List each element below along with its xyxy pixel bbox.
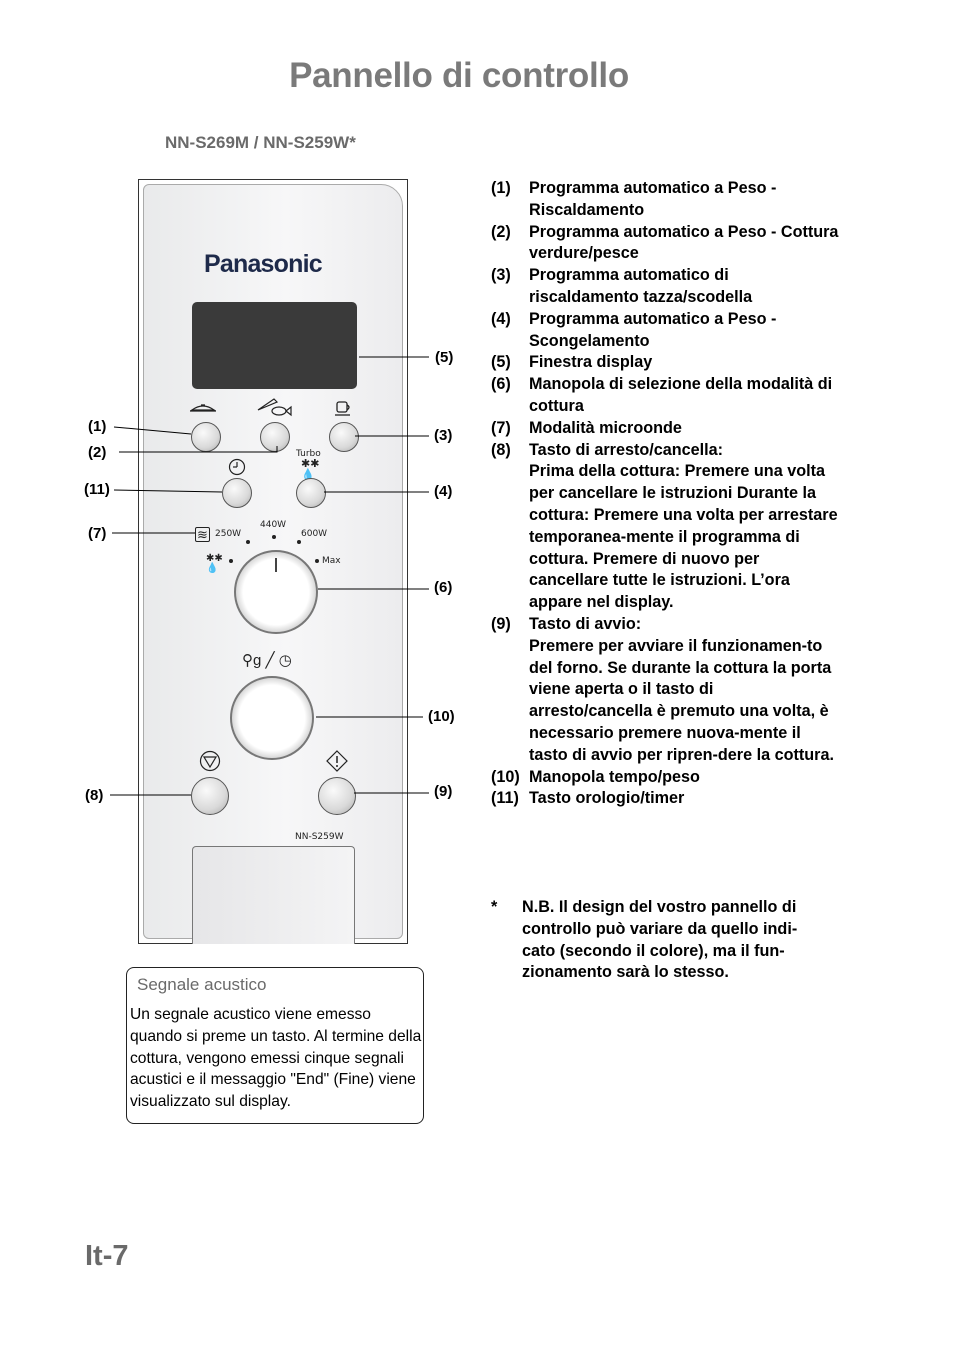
power-level-250: 250W: [215, 529, 242, 539]
turbo-label: Turbo: [296, 449, 321, 459]
time-weight-knob[interactable]: [230, 676, 314, 760]
list-item: (4)Programma automatico a Peso - Scongel…: [491, 309, 777, 350]
power-dot: [246, 540, 250, 544]
list-item: (9)Tasto di avvio:Premere per avviare il…: [491, 614, 834, 764]
list-item: (1)Programma automatico a Peso - Riscald…: [491, 179, 777, 219]
cup-icon: [335, 401, 350, 416]
list-item: (11)Tasto orologio/timer: [491, 789, 685, 808]
microwave-icon: ≋: [195, 527, 210, 542]
weight-clock-icon: ⚲g ╱ ◷: [242, 652, 292, 669]
auto-cup-bowl-button[interactable]: [329, 422, 359, 452]
brand-logo: Panasonic: [204, 250, 323, 278]
page-number: It-7: [85, 1240, 129, 1272]
fish-vegetable-icon: [257, 398, 292, 417]
auto-reheat-button[interactable]: [191, 422, 221, 452]
list-item: (6)Manopola di selezione della modalità …: [491, 375, 833, 415]
beep-box-text: Un segnale acustico viene emesso quando …: [130, 1006, 422, 1111]
callout-2: (2): [88, 444, 107, 461]
callout-3: (3): [434, 427, 453, 444]
clock-icon: [228, 458, 246, 476]
defrost-icon: ✱✱💧: [301, 458, 320, 481]
clock-timer-button[interactable]: [222, 478, 252, 508]
power-level-max: Max: [322, 556, 341, 566]
page-title: Pannello di controllo: [289, 56, 629, 95]
list-item: (8)Tasto di arresto/cancella:Prima della…: [491, 440, 838, 612]
list-item: (3)Programma automatico di riscaldamento…: [491, 266, 753, 306]
knob-indicator: [275, 558, 277, 572]
power-level-440: 440W: [260, 520, 287, 530]
stop-cancel-button[interactable]: [191, 777, 229, 815]
callout-9: (9): [434, 783, 453, 800]
door-slot: [192, 846, 355, 944]
power-dot: [315, 559, 319, 563]
beep-box-title: Segnale acustico: [137, 975, 267, 994]
defrost-level-icon: ✱✱💧: [206, 553, 223, 574]
beep-info-box: Segnale acustico Un segnale acustico vie…: [126, 967, 424, 1124]
list-item: (2)Programma automatico a Peso - Cottura…: [491, 222, 839, 263]
plate-icon: [189, 404, 217, 412]
power-level-600: 600W: [301, 529, 328, 539]
list-item: (5)Finestra display: [491, 353, 653, 372]
callout-8: (8): [85, 787, 104, 804]
list-item: (10)Manopola tempo/peso: [491, 767, 700, 786]
start-button[interactable]: [318, 777, 356, 815]
legend-list: (1)Programma automatico a Peso - Riscald…: [491, 178, 841, 810]
display-window: [192, 302, 357, 389]
cooking-mode-knob[interactable]: [234, 550, 318, 634]
callout-7: (7): [88, 525, 107, 542]
design-note: * N.B. Il design del vostro pannello di …: [491, 897, 821, 984]
callout-10: (10): [428, 708, 455, 725]
callout-1: (1): [88, 418, 107, 435]
callout-5: (5): [435, 349, 454, 366]
power-dot: [297, 540, 301, 544]
model-name: NN-S269M / NN-S259W*: [165, 133, 356, 152]
stop-icon: [199, 750, 221, 772]
callout-4: (4): [434, 483, 453, 500]
callout-6: (6): [434, 579, 453, 596]
auto-defrost-button[interactable]: [296, 478, 326, 508]
panel-model-label: NN-S259W: [295, 832, 344, 842]
callout-11: (11): [84, 481, 110, 498]
note-marker: *: [491, 898, 498, 916]
note-text: N.B. Il design del vostro pannello di co…: [522, 898, 798, 982]
power-dot: [229, 559, 233, 563]
start-icon: [326, 750, 348, 772]
power-dot: [272, 535, 276, 539]
list-item: (7)Modalità microonde: [491, 418, 682, 437]
